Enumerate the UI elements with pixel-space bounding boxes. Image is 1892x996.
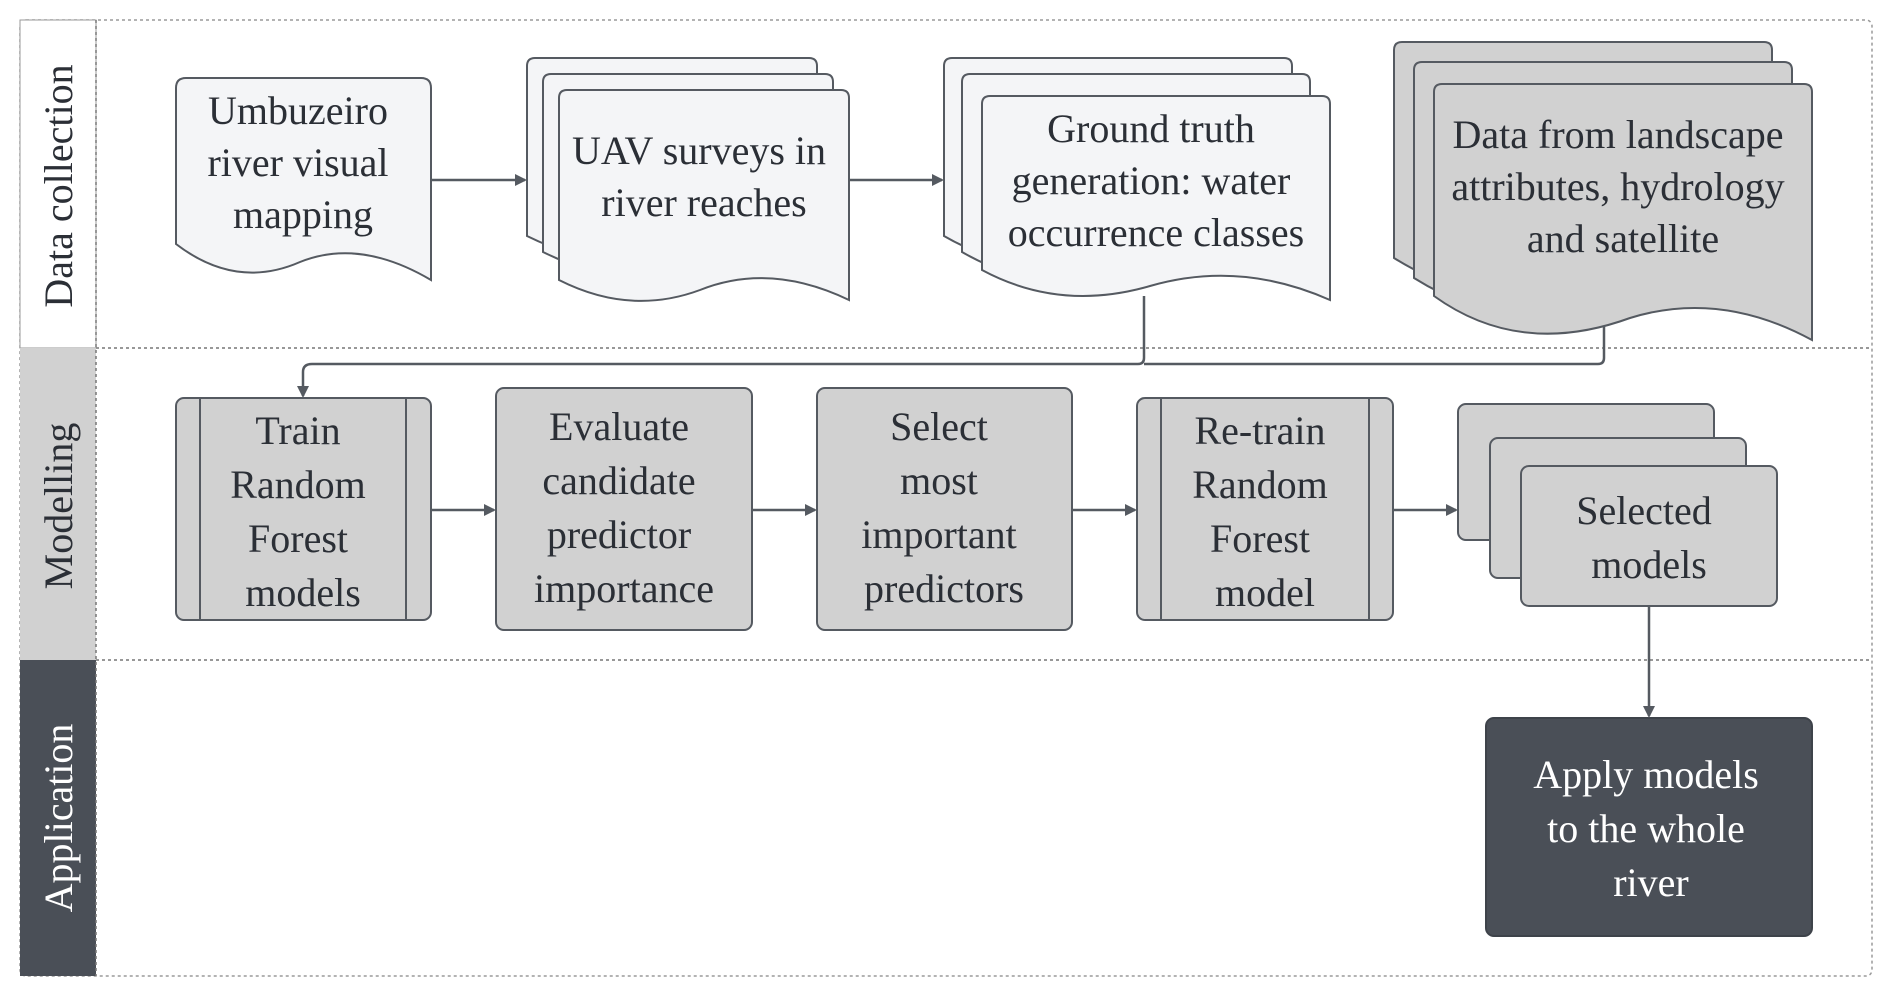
node-uav-text: UAV surveys in river reaches <box>572 128 836 225</box>
node-landscape-data: Data from landscape attributes, hydrolog… <box>1393 41 1813 342</box>
node-retrain-text: Re-train Random Forest model <box>1192 408 1338 615</box>
lane-label-modelling: Modelling <box>36 423 81 590</box>
lane-application: Application <box>20 660 96 976</box>
lane-modelling: Modelling <box>20 348 96 660</box>
node-apply-text: Apply models to the whole river <box>1533 752 1769 905</box>
node-apply-models: Apply models to the whole river <box>1485 717 1813 937</box>
node-train-models: Train Random Forest models <box>175 397 432 621</box>
node-ground-truth-text: Ground truth generation: water occurrenc… <box>1008 106 1304 255</box>
lane-label-application: Application <box>36 724 81 913</box>
node-selected-models: Selected models <box>1457 403 1778 607</box>
node-select-predictors: Select most important predictors <box>816 387 1073 631</box>
node-landscape-text: Data from landscape attributes, hydrolog… <box>1451 112 1794 261</box>
node-uav-surveys: UAV surveys in river reaches <box>526 57 850 302</box>
node-umbuzeiro-text: Umbuzeiro river visual mapping <box>207 88 398 237</box>
node-ground-truth: Ground truth generation: water occurrenc… <box>943 57 1331 302</box>
node-umbuzeiro-mapping: Umbuzeiro river visual mapping <box>175 77 432 282</box>
node-select-text: Select most important predictors <box>861 404 1027 611</box>
arrow-ground-truth-to-train <box>297 296 1146 398</box>
node-retrain-model: Re-train Random Forest model <box>1136 397 1394 621</box>
node-train-text: Train Random Forest models <box>230 408 376 615</box>
node-evaluate-importance: Evaluate candidate predictor importance <box>495 387 753 631</box>
lane-label-data-collection: Data collection <box>36 64 81 307</box>
node-evaluate-text: Evaluate candidate predictor importance <box>534 404 714 611</box>
arrow-landscape-to-train <box>1144 326 1606 366</box>
node-selected-text: Selected models <box>1576 488 1722 587</box>
lane-data-collection: Data collection <box>19 19 97 349</box>
